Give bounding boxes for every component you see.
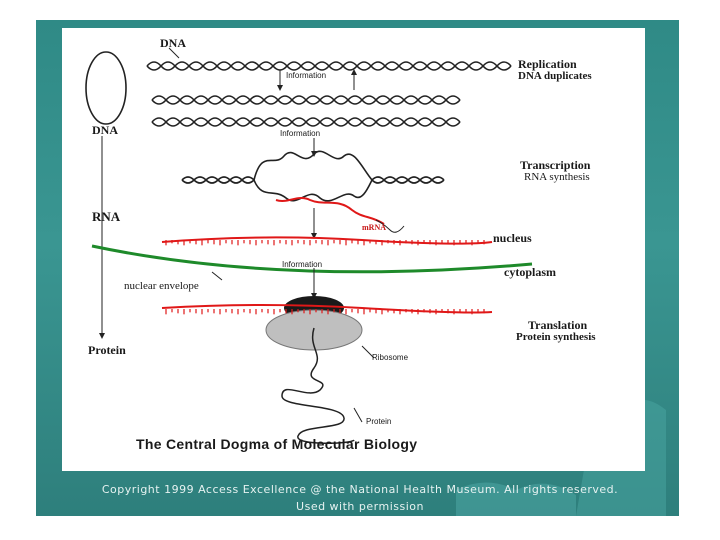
transcription-bubble: [181, 150, 445, 202]
nuclear-envelope-label: nuclear envelope: [124, 280, 199, 292]
cytoplasm-label: cytoplasm: [504, 265, 556, 279]
copyright-line-1: Copyright 1999 Access Excellence @ the N…: [101, 483, 619, 496]
dna-helix-top: [146, 61, 512, 71]
protein-chain: [281, 327, 355, 445]
mrna-label: mRNA: [362, 223, 386, 232]
dna-helix-lower: [151, 117, 461, 127]
information-label-3: Information: [282, 260, 323, 269]
transcription-title: Transcription: [520, 158, 591, 172]
copyright-line-2: Used with permission: [296, 500, 424, 513]
nucleus-label: nucleus: [493, 231, 532, 245]
dna-helix-middle: [151, 95, 461, 105]
mrna-nucleus: [161, 236, 493, 245]
diagram-panel: DNA RNA Protein DNA Information Informat…: [62, 28, 645, 471]
information-label-2: Information: [280, 129, 321, 138]
transcription-subtitle: RNA synthesis: [524, 171, 590, 183]
protein-chain-label: Protein: [366, 417, 392, 426]
dna-top-label: DNA: [160, 36, 186, 50]
translation-title: Translation: [528, 318, 588, 332]
diagram-title: The Central Dogma of Molecular Biology: [136, 436, 418, 452]
nuclear-envelope: [91, 244, 533, 274]
mrna-strand: [275, 197, 385, 225]
central-dogma-diagram: [85, 47, 533, 445]
left-dna-label: DNA: [92, 123, 118, 137]
replication-title: Replication: [518, 57, 577, 71]
left-rna-label: RNA: [92, 209, 121, 224]
mrna-bases-bottom: [165, 309, 485, 315]
information-label-1: Information: [286, 71, 327, 80]
translation-subtitle: Protein synthesis: [516, 331, 596, 343]
left-protein-label: Protein: [88, 343, 126, 357]
replication-loop-arrow: [85, 51, 127, 125]
mrna-bases-top: [165, 240, 485, 246]
mrna-cytoplasm: [161, 304, 493, 314]
replication-subtitle: DNA duplicates: [518, 70, 592, 82]
ribosome-label: Ribosome: [372, 353, 409, 362]
